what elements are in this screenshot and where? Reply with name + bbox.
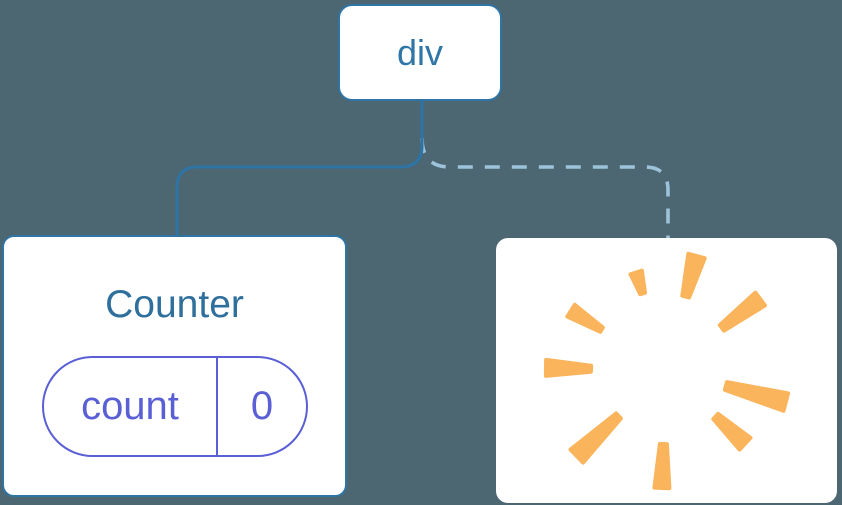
state-key-label: count bbox=[81, 384, 179, 428]
node-div-label: div bbox=[396, 31, 444, 73]
counter-title: Counter bbox=[105, 283, 244, 326]
node-div: div bbox=[338, 4, 502, 101]
poof-ray bbox=[543, 357, 594, 378]
state-pill: count 0 bbox=[42, 356, 308, 457]
edge-div-to-counter-solid bbox=[175, 101, 424, 236]
poof-explosion-icon bbox=[543, 251, 791, 491]
poof-ray bbox=[680, 251, 707, 300]
node-counter: Counter count 0 bbox=[2, 235, 347, 497]
poof-ray bbox=[717, 290, 767, 333]
node-removed bbox=[496, 238, 837, 503]
edge-div-to-removed-dashed bbox=[420, 137, 670, 238]
poof-ray bbox=[652, 441, 672, 491]
poof-ray bbox=[711, 411, 753, 452]
poof-ray bbox=[565, 302, 605, 334]
poof-ray bbox=[722, 380, 791, 413]
poof-ray bbox=[628, 268, 647, 297]
state-value: 0 bbox=[216, 358, 306, 455]
poof-ray bbox=[568, 411, 623, 465]
